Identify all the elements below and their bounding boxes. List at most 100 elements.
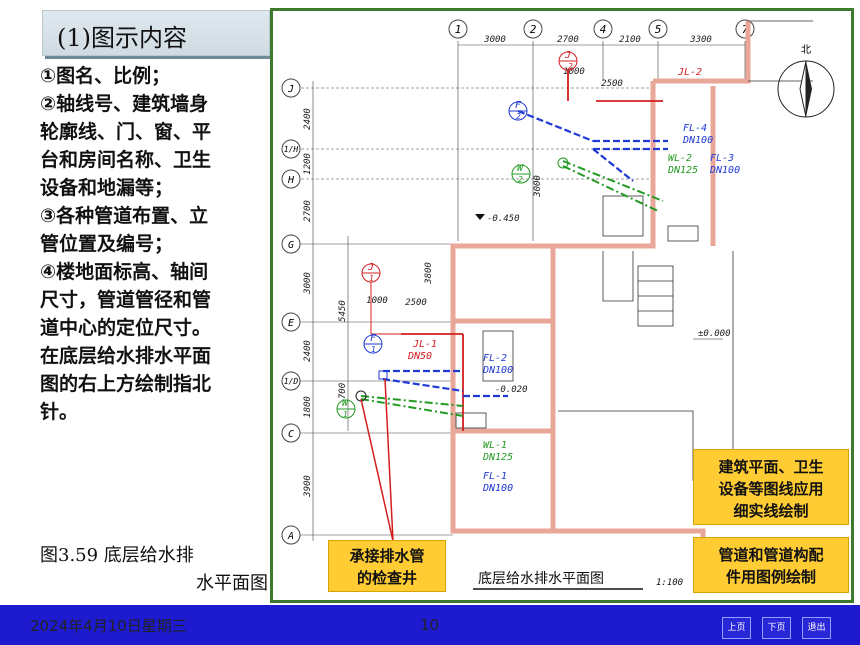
axis-label: 4 xyxy=(600,23,607,36)
north-arrow-icon: 北 xyxy=(777,44,835,118)
pipe-label: DN125 xyxy=(667,165,698,176)
description-line: ①图名、比例； xyxy=(40,65,171,87)
pipe-label: DN125 xyxy=(482,452,513,463)
description-line: 设备和地漏等； xyxy=(40,177,174,199)
drawing-title: 底层给水排水平面图 1:100 xyxy=(473,571,683,590)
pipe-label: J xyxy=(564,50,571,61)
pipe-label: FL-2 xyxy=(483,353,507,364)
axis-label: C xyxy=(288,429,294,440)
waste-pipes xyxy=(382,109,668,398)
axis-label: 2 xyxy=(530,23,537,36)
dimension-text: 2700 xyxy=(557,35,579,45)
pipe-label: DN100 xyxy=(709,165,740,176)
pipe-label: 1 xyxy=(371,345,376,354)
inspection-well-callout: 承接排水管 的检查井 xyxy=(328,540,446,592)
dimension-text: 3000 xyxy=(303,272,313,295)
elevation-text: ±0.000 xyxy=(698,329,731,339)
caption-line-2: 水平面图 xyxy=(196,573,268,594)
dimension-text: 3300 xyxy=(689,35,712,45)
left-dimensions: 2400 1200 2700 3000 2400 1800 3900 5450 … xyxy=(303,67,623,498)
description-line: ②轴线号、建筑墙身 xyxy=(40,93,209,115)
pipe-label: 1 xyxy=(343,410,348,419)
pipe-label: DN100 xyxy=(482,365,513,376)
waste-labels-shapes xyxy=(363,101,528,380)
pipe-label: FL-3 xyxy=(710,153,734,164)
north-label: 北 xyxy=(801,44,811,56)
description-line: 道中心的定位尺寸。 xyxy=(40,317,212,339)
description-line: 在底层给水排水平面 xyxy=(40,345,212,367)
axis-label: 7 xyxy=(742,23,749,36)
section-title-box: (1)图示内容 xyxy=(42,10,270,56)
footer-bar xyxy=(0,605,860,645)
waste-labels: F 2 F 1 FL-4 DN100 FL-3 DN100 FL-2 DN100… xyxy=(370,100,740,494)
floor-plan-svg: 1 2 4 5 7 3000 2700 2100 3300 J 1/H H G … xyxy=(281,19,835,590)
pipe-label: J xyxy=(367,262,374,273)
dimension-text: 5450 xyxy=(338,300,348,322)
pipe-label: F xyxy=(370,333,377,344)
top-dimensions: 3000 2700 2100 3300 xyxy=(458,35,745,46)
dimension-text: 2700 xyxy=(303,200,313,222)
description-text: ①图名、比例； ②轴线号、建筑墙身 轮廓线、门、窗、平 台和房间名称、卫生 设备… xyxy=(40,62,262,426)
pipe-label: JL-1 xyxy=(412,339,437,350)
water-meter-symbols xyxy=(361,51,578,335)
drawing-scale-text: 1:100 xyxy=(656,578,683,588)
dimension-text: 3900 xyxy=(303,475,313,498)
dimension-text: 3000 xyxy=(533,175,543,198)
interior-walls xyxy=(455,20,813,512)
pipe-label: 2 xyxy=(568,62,573,71)
elevation-text: -0.450 xyxy=(487,214,520,224)
section-title: (1)图示内容 xyxy=(57,24,187,52)
page-number: 10 xyxy=(420,616,440,634)
pipe-label: 2 xyxy=(516,112,521,121)
axis-label: G xyxy=(288,240,294,251)
sewage-pipes xyxy=(360,160,664,417)
pipe-label: DN100 xyxy=(682,135,713,146)
description-line: 管位置及编号； xyxy=(40,233,174,255)
elevation-text: -0.020 xyxy=(495,385,528,395)
supply-labels: J 2 J 1 JL-2 JL-1 DN50 xyxy=(367,50,702,362)
dimension-text: 2500 xyxy=(601,79,623,89)
pipe-legend-callout: 管道和管道构配 件用图例绘制 xyxy=(693,537,849,593)
exit-button[interactable]: 退出 xyxy=(802,617,831,639)
axis-label: A xyxy=(287,531,294,542)
water-supply-pipes xyxy=(401,69,663,431)
dimension-text: 2400 xyxy=(303,340,313,362)
description-line: 图的右上方绘制指北 xyxy=(40,373,212,395)
pipe-label: FL-1 xyxy=(483,471,507,482)
description-line: ④楼地面标高、轴间 xyxy=(40,261,209,283)
drawing-title-text: 底层给水排水平面图 xyxy=(478,571,604,587)
pipe-label: WL-1 xyxy=(483,440,507,451)
floor-plan-drawing: 1 2 4 5 7 3000 2700 2100 3300 J 1/H H G … xyxy=(270,8,854,603)
pipe-label: F xyxy=(515,100,522,111)
next-page-button[interactable]: 下页 xyxy=(762,617,791,639)
dimension-text: 3000 xyxy=(483,35,506,45)
pipe-label: W xyxy=(517,163,524,174)
pipe-label: DN50 xyxy=(407,351,432,362)
description-line: 针。 xyxy=(40,401,79,423)
axis-label: H xyxy=(287,175,295,186)
pipe-label: WL-2 xyxy=(668,153,692,164)
description-line: 尺寸，管道管径和管 xyxy=(40,289,212,311)
dimension-text: 1800 xyxy=(303,396,313,418)
axis-label: E xyxy=(288,318,294,329)
elevation-marks: -0.450 ±0.000 -0.020 xyxy=(475,214,731,395)
dimension-text: 3800 xyxy=(424,262,434,285)
sewage-shapes xyxy=(336,157,569,419)
axis-label: 1/D xyxy=(284,377,299,386)
pipe-label: 1 xyxy=(369,274,374,283)
figure-caption: 图3.59 底层给水排 水平面图 xyxy=(40,542,268,598)
dimension-text: 1000 xyxy=(563,67,585,77)
pipe-label: 2 xyxy=(518,175,523,184)
dimension-text: 1200 xyxy=(303,153,313,175)
pipe-label: W xyxy=(342,398,349,409)
axis-grid xyxy=(291,41,746,541)
axis-label: 1 xyxy=(455,23,462,36)
caption-line-1: 图3.59 底层给水排 xyxy=(40,545,194,566)
footer-date: 2024年4月10日星期三 xyxy=(30,617,187,635)
prev-page-button[interactable]: 上页 xyxy=(722,617,751,639)
dimension-text: 2100 xyxy=(619,35,641,45)
description-line: 轮廓线、门、窗、平 xyxy=(40,121,212,143)
dimension-text: 1000 xyxy=(366,296,388,306)
axis-label: 1/H xyxy=(284,145,299,154)
pipe-label: JL-2 xyxy=(677,67,702,78)
